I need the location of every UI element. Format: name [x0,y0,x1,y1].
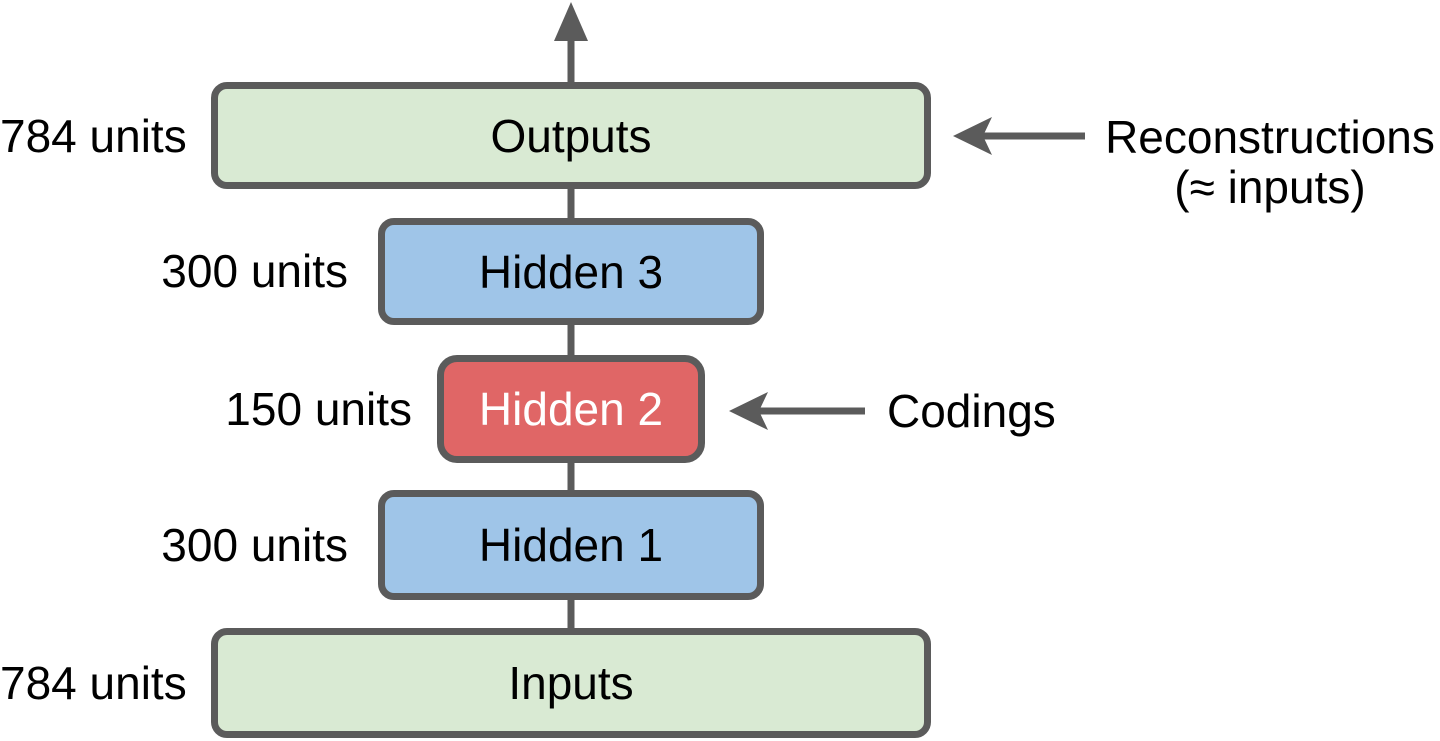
layer-label-outputs: Outputs [490,109,652,162]
layer-box-hidden2-codings: Hidden 2 [437,355,705,463]
layer-label-hidden2: Hidden 2 [478,383,664,435]
codings-left-arrow-icon [729,392,865,430]
units-label-hidden3: 300 units [161,245,348,297]
layer-label-hidden3: Hidden 3 [478,245,664,298]
up-arrow-icon [554,2,588,41]
units-label-inputs: 784 units [0,657,187,709]
layer-label-hidden1: Hidden 1 [478,519,664,571]
layer-box-hidden3: Hidden 3 [378,218,764,325]
layer-label-inputs: Inputs [508,657,634,709]
layer-box-outputs: Outputs [211,82,931,189]
reconstructions-annotation: Reconstructions (≈ inputs) [1100,112,1440,212]
reconstructions-left-arrow-icon [953,117,1085,155]
units-label-hidden2: 150 units [225,383,412,435]
reconstructions-annotation-line1: Reconstructions [1105,111,1435,163]
units-label-hidden1: 300 units [161,519,348,571]
layer-box-inputs: Inputs [211,628,931,738]
layer-box-hidden1: Hidden 1 [378,490,764,600]
reconstructions-annotation-line2: (≈ inputs) [1174,161,1366,213]
codings-annotation: Codings [887,385,1056,437]
units-label-outputs: 784 units [0,110,187,162]
